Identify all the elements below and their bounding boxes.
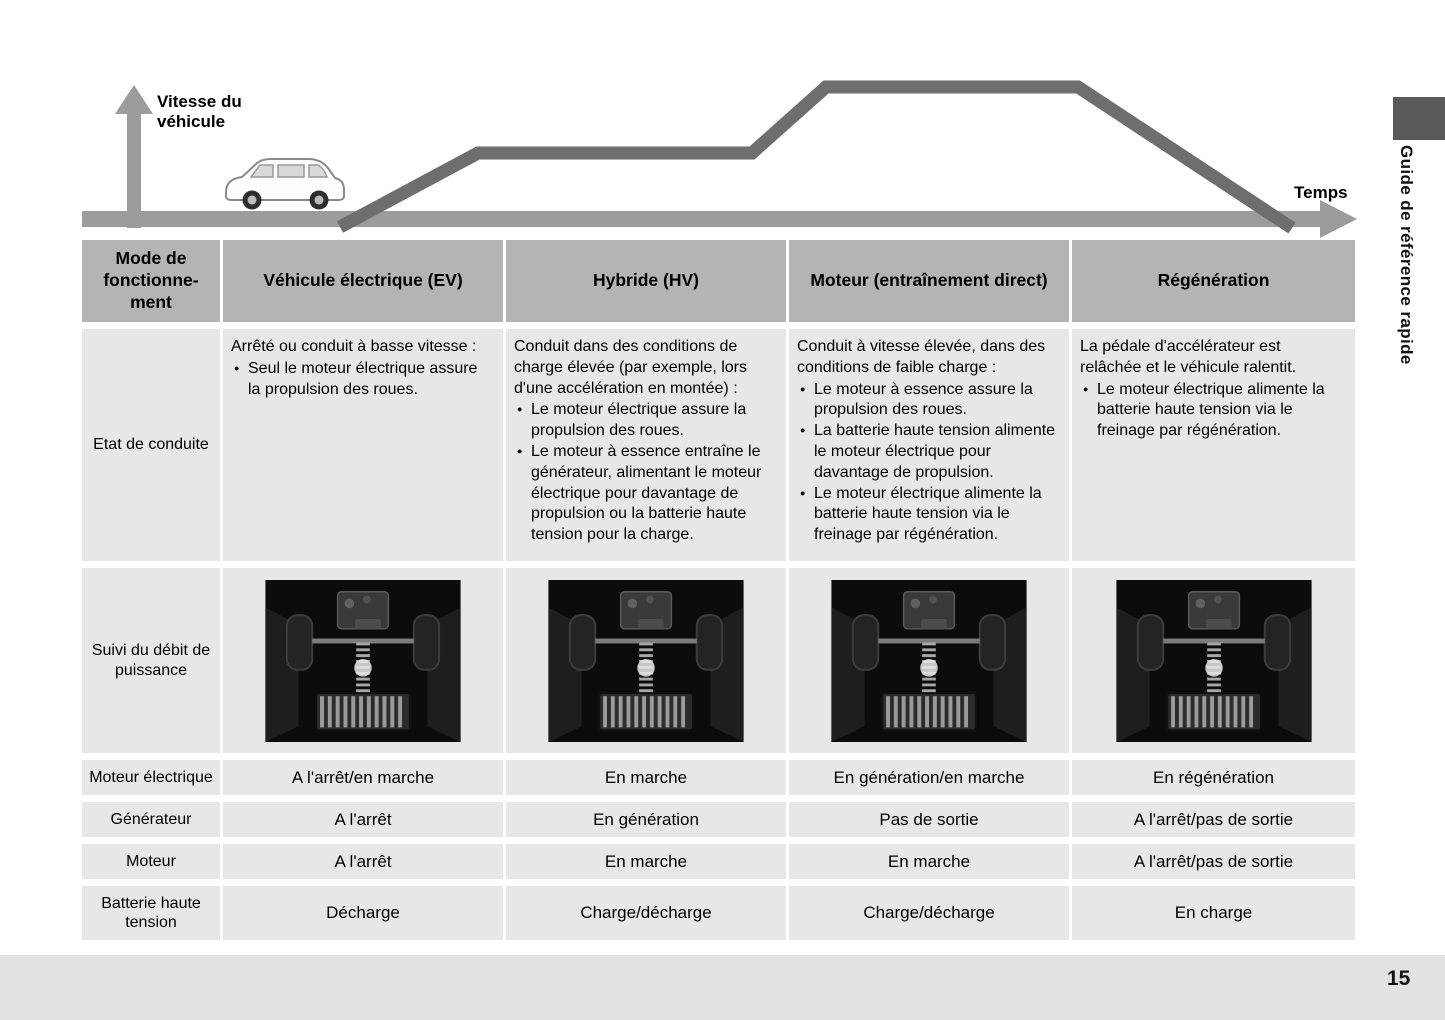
status-electric-motor-engine: En génération/en marche [789,760,1069,795]
row-label-electric-motor: Moteur électrique [82,760,220,795]
power-flow-image-regen [1116,580,1312,742]
row-label-generator: Générateur [82,802,220,837]
power-flow-cell-engine [789,568,1069,753]
driving-state-intro: La pédale d'accélérateur est relâchée et… [1080,338,1297,376]
row-label-engine: Moteur [82,844,220,879]
row-label-battery: Batterie haute tension [82,886,220,940]
power-flow-cell-hv [506,568,786,753]
corner-header-mode: Mode de fonctionne- ment [82,240,220,322]
chapter-tab-marker [1393,97,1445,140]
speed-time-diagram: Vitesse du véhicule Temps [0,0,1445,250]
status-battery-hv: Charge/décharge [506,886,786,940]
driving-state-cell-ev: Arrêté ou conduit à basse vitesse : Seul… [223,329,503,561]
time-axis-arrow [82,200,1357,238]
status-battery-engine: Charge/décharge [789,886,1069,940]
power-flow-image-ev [265,580,461,742]
status-generator-engine: Pas de sortie [789,802,1069,837]
power-flow-image-engine [831,580,1027,742]
power-flow-cell-regen [1072,568,1355,753]
power-flow-image-hv [548,580,744,742]
bullet-item: Le moteur électrique alimente la batteri… [1080,380,1346,442]
column-header-ev: Véhicule électrique (EV) [223,240,503,322]
bullet-item: Le moteur à essence assure la propulsion… [797,380,1060,422]
page-footer: 15 [0,955,1445,1020]
bullet-item: Le moteur électrique assure la propulsio… [514,400,777,442]
driving-state-cell-engine: Conduit à vitesse élevée, dans des condi… [789,329,1069,561]
car-illustration [225,158,345,210]
status-generator-hv: En génération [506,802,786,837]
y-axis-label: Vitesse du véhicule [157,92,242,132]
page-number: 15 [1387,967,1411,990]
diagram-canvas [82,80,1357,238]
driving-state-bullets: Le moteur électrique alimente la batteri… [1080,380,1346,442]
bullet-item: Seul le moteur électrique assure la prop… [231,359,494,401]
operation-mode-table: Mode de fonctionne- ment Véhicule électr… [82,240,1355,940]
speed-axis-arrow [115,85,153,228]
driving-state-bullets: Seul le moteur électrique assure la prop… [231,359,494,401]
status-engine-engine: En marche [789,844,1069,879]
status-engine-hv: En marche [506,844,786,879]
driving-state-bullets: Le moteur à essence assure la propulsion… [797,380,1060,546]
driving-state-intro: Arrêté ou conduit à basse vitesse : [231,338,477,355]
bullet-item: La batterie haute tension alimente le mo… [797,421,1060,483]
column-header-regen: Régénération [1072,240,1355,322]
driving-state-cell-hv: Conduit dans des conditions de charge él… [506,329,786,561]
bullet-item: Le moteur à essence entraîne le générate… [514,442,777,546]
column-header-hv: Hybride (HV) [506,240,786,322]
status-generator-regen: A l'arrêt/pas de sortie [1072,802,1355,837]
driving-state-intro: Conduit à vitesse élevée, dans des condi… [797,338,1046,376]
driving-state-cell-regen: La pédale d'accélérateur est relâchée et… [1072,329,1355,561]
row-label-driving-state: Etat de conduite [82,329,220,561]
status-electric-motor-ev: A l'arrêt/en marche [223,760,503,795]
status-engine-ev: A l'arrêt [223,844,503,879]
column-header-engine: Moteur (entraînement direct) [789,240,1069,322]
x-axis-label: Temps [1294,183,1348,202]
status-electric-motor-regen: En régénération [1072,760,1355,795]
driving-state-intro: Conduit dans des conditions de charge él… [514,338,748,397]
row-label-power-flow: Suivi du débit de puissance [82,568,220,753]
status-battery-regen: En charge [1072,886,1355,940]
power-flow-cell-ev [223,568,503,753]
status-battery-ev: Décharge [223,886,503,940]
status-generator-ev: A l'arrêt [223,802,503,837]
bullet-item: Le moteur électrique alimente la batteri… [797,484,1060,546]
speed-profile-line [336,80,1296,234]
chapter-title-vertical: Guide de référence rapide [1397,145,1416,365]
status-electric-motor-hv: En marche [506,760,786,795]
driving-state-bullets: Le moteur électrique assure la propulsio… [514,400,777,546]
status-engine-regen: A l'arrêt/pas de sortie [1072,844,1355,879]
